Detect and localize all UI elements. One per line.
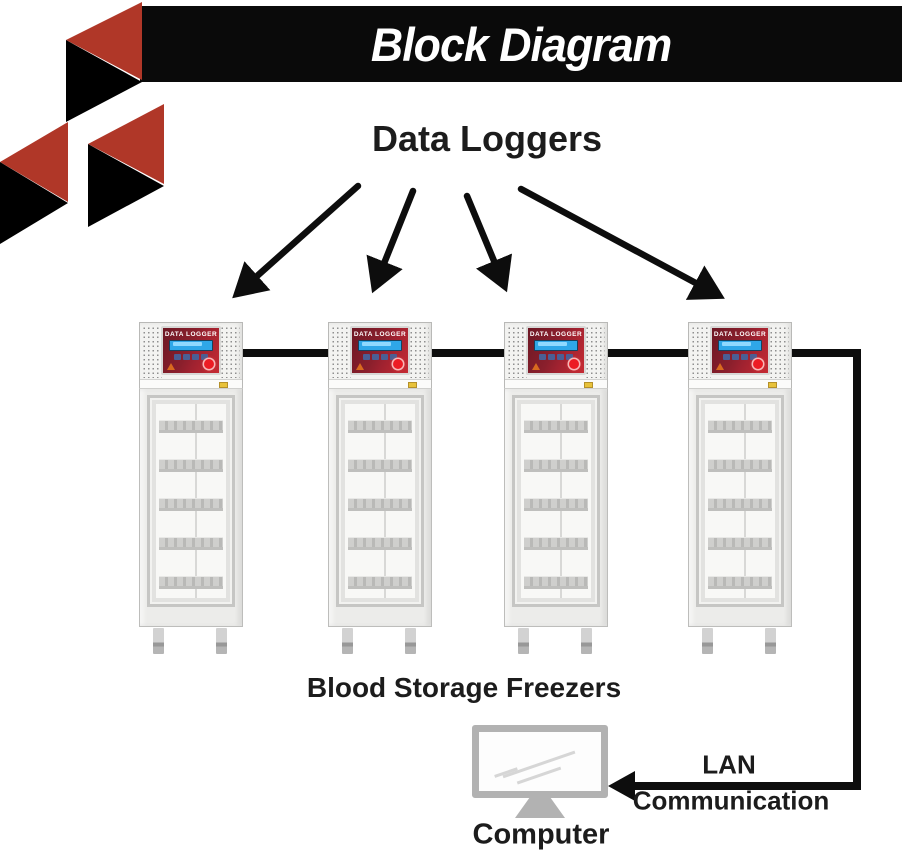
arrow-to-freezer-4 — [517, 185, 725, 300]
monitor-stand — [515, 797, 565, 818]
data-loggers-heading: Data Loggers — [371, 118, 603, 159]
arrow-to-freezer-3 — [463, 192, 513, 293]
title-banner: Block Diagram — [140, 6, 902, 82]
communication-label: Communication — [632, 785, 830, 816]
logo-triangles-icon — [0, 2, 164, 244]
page-title: Block Diagram — [370, 17, 672, 71]
arrow-to-freezer-1 — [232, 182, 362, 299]
computer-label: Computer — [472, 818, 610, 851]
lan-label: LAN — [702, 749, 756, 780]
lan-arrowhead-icon — [608, 771, 635, 801]
arrow-to-freezer-2 — [366, 187, 417, 294]
computer-icon — [472, 725, 608, 798]
blood-storage-freezers-label: Blood Storage Freezers — [306, 672, 622, 703]
